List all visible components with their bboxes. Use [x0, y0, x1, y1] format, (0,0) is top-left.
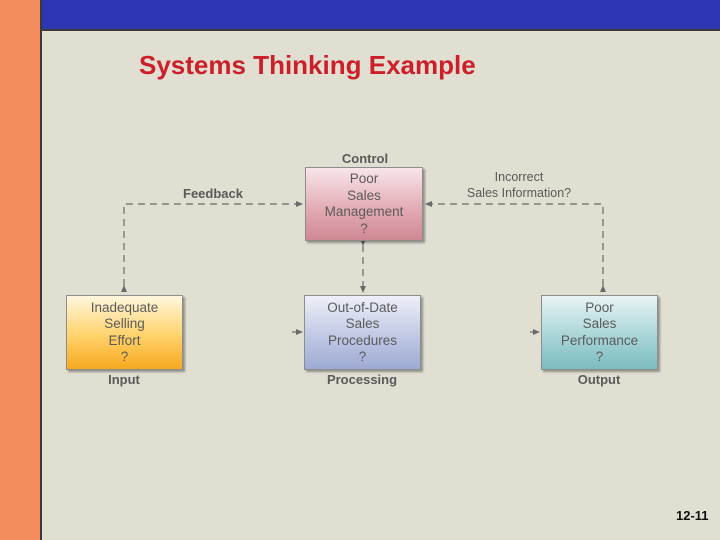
input-line-4: ?: [120, 349, 129, 364]
output-label: Output: [577, 372, 621, 387]
processing-box: Out-of-Date Sales Procedures ?: [304, 295, 421, 370]
feedback-connector: [121, 201, 303, 292]
output-box: Poor Sales Performance ?: [541, 295, 658, 370]
left-accent-bar: [0, 0, 42, 540]
processing-line-3: Procedures: [327, 332, 398, 348]
processing-line-2: Sales: [345, 316, 380, 331]
output-line-2: Sales: [582, 316, 617, 331]
control-box: Poor Sales Management ?: [305, 167, 423, 241]
page-number: 12-11: [676, 508, 709, 523]
output-feedback-connector: [425, 201, 606, 292]
output-line-4: ?: [595, 349, 604, 364]
control-heading: Control: [341, 151, 389, 166]
processing-label: Processing: [326, 372, 398, 387]
control-line-4: ?: [360, 220, 368, 236]
incorrect-note-line-2: Sales Information?: [466, 186, 572, 200]
input-box: Inadequate Selling Effort ?: [66, 295, 183, 370]
output-line-3: Performance: [560, 332, 639, 348]
incorrect-note-line-1: Incorrect: [494, 170, 544, 184]
input-line-2: Selling: [104, 316, 145, 331]
top-accent-bar: [42, 0, 720, 31]
control-line-2: Sales: [347, 187, 381, 203]
slide-title: Systems Thinking Example: [139, 50, 476, 80]
control-line-3: Management: [324, 204, 404, 219]
input-line-3: Effort: [108, 332, 141, 348]
input-label: Input: [108, 372, 140, 387]
incorrect-info-note: Incorrect Sales Information?: [467, 169, 571, 201]
processing-line-1: Out-of-Date: [327, 299, 398, 315]
feedback-label: Feedback: [183, 186, 243, 201]
input-line-1: Inadequate: [90, 299, 159, 315]
control-line-1: Poor: [349, 171, 379, 186]
output-line-1: Poor: [585, 299, 614, 315]
processing-line-4: ?: [358, 349, 367, 364]
